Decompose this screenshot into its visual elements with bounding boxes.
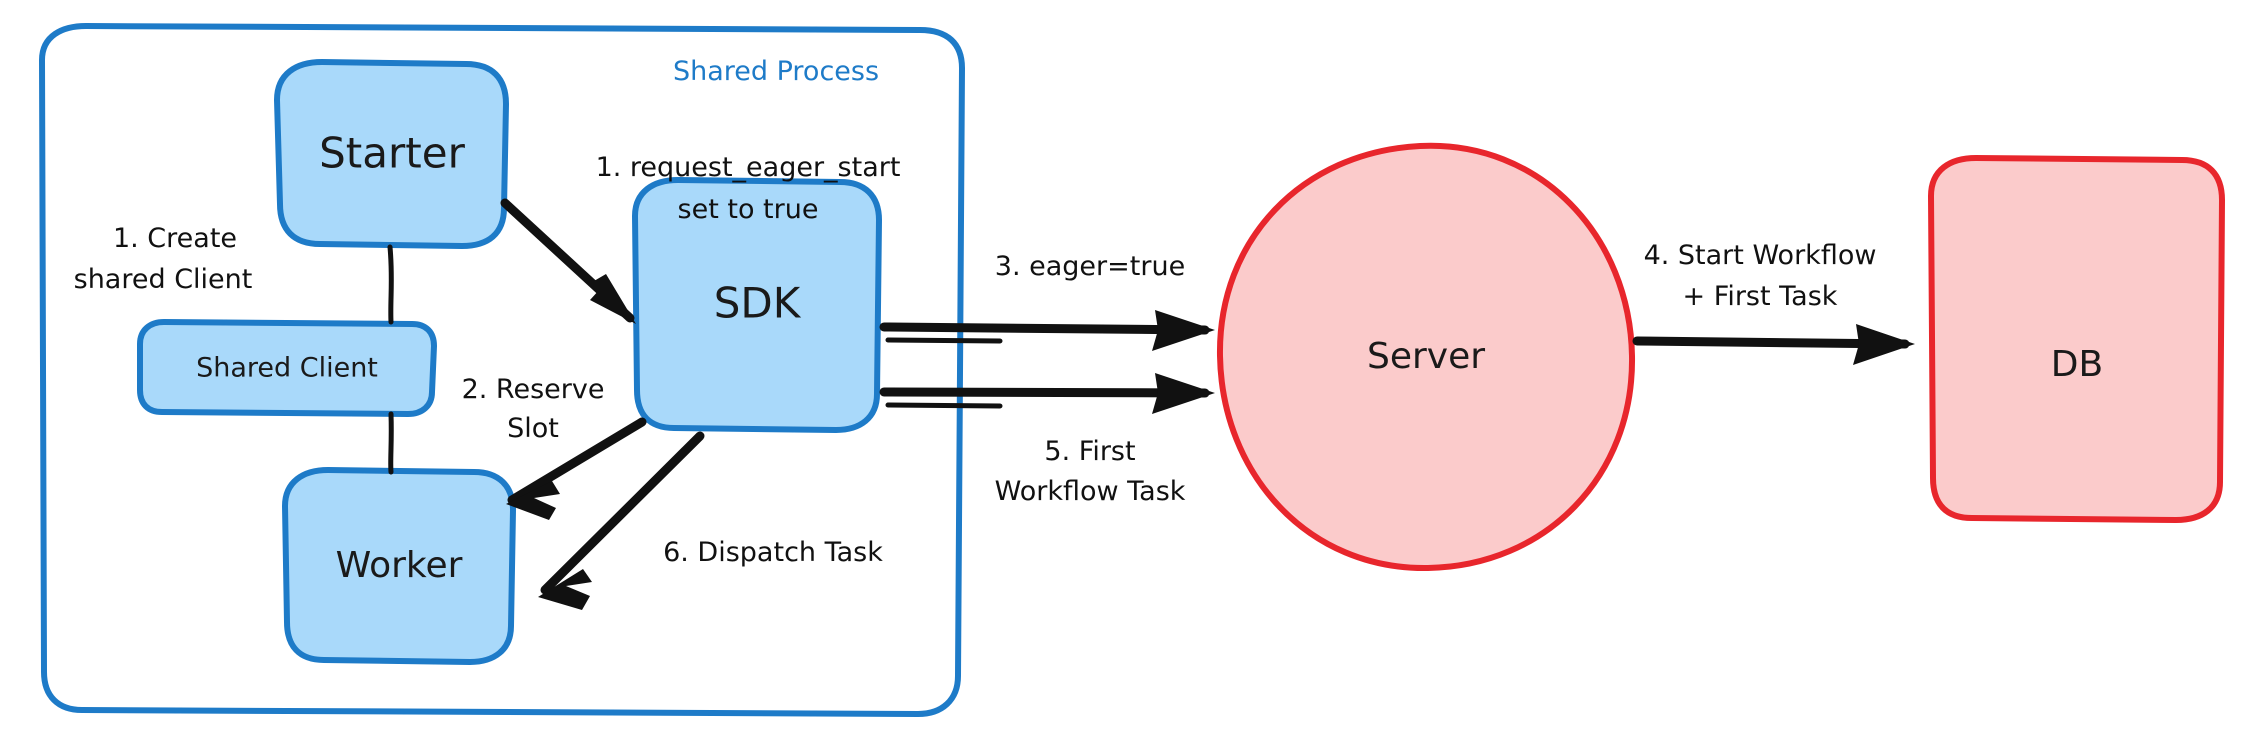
starter-to-shared-client-line — [387, 244, 394, 325]
worker-label: Worker — [336, 545, 463, 586]
create-shared-client-label-line1: 1. Create — [113, 223, 237, 254]
node-sdk[interactable]: SDK — [632, 177, 882, 433]
edge-reserve-slot: 2. Reserve Slot — [462, 374, 647, 520]
edge-first-workflow-task: 5. First Workflow Task — [879, 373, 1215, 507]
server-to-sdk-line — [879, 387, 1210, 398]
first-workflow-task-label-line2: Workflow Task — [995, 476, 1186, 507]
sdk-to-worker-dispatch-line — [540, 431, 705, 595]
starter-to-sdk-arrowhead — [590, 274, 636, 324]
reserve-slot-label-line1: 2. Reserve — [462, 374, 605, 405]
db-shape — [1928, 155, 2225, 523]
starter-label: Starter — [319, 129, 465, 178]
dispatch-task-label: 6. Dispatch Task — [663, 537, 883, 568]
server-to-sdk-line-accent — [885, 402, 1003, 409]
sdk-shape — [632, 177, 882, 433]
shared-client-to-worker-line — [388, 411, 394, 475]
db-label: DB — [2051, 344, 2103, 385]
sdk-label: SDK — [714, 279, 802, 328]
server-label: Server — [1367, 336, 1485, 377]
edge-eager-true: 3. eager=true — [879, 251, 1215, 351]
edge-request-eager-start: 1. request_eager_start set to true — [500, 152, 901, 324]
worker-shape — [282, 467, 516, 665]
create-shared-client-label-line2: shared Client — [74, 264, 253, 295]
shared-process-label: Shared Process — [673, 56, 879, 87]
node-starter[interactable]: Starter — [274, 59, 509, 249]
sdk-to-worker-reserve-arrowhead — [506, 481, 560, 520]
sdk-to-worker-reserve-line — [507, 417, 647, 505]
edge-dispatch-task: 6. Dispatch Task — [538, 431, 883, 610]
server-to-db-arrowhead — [1853, 324, 1915, 365]
node-server[interactable]: Server — [1216, 142, 1636, 572]
server-shape — [1216, 142, 1636, 572]
node-worker[interactable]: Worker — [282, 467, 516, 665]
node-db[interactable]: DB — [1928, 155, 2225, 523]
edge-create-shared-client: 1. Create shared Client — [74, 223, 394, 475]
reserve-slot-label-line2: Slot — [507, 413, 559, 444]
sdk-to-server-line — [879, 322, 1210, 335]
eager-true-label: 3. eager=true — [995, 251, 1185, 282]
request-eager-start-label-line2: set to true — [678, 194, 819, 225]
start-workflow-label-line2: + First Task — [1683, 281, 1838, 312]
node-shared-client[interactable]: Shared Client — [137, 319, 437, 417]
request-eager-start-label-line1: 1. request_eager_start — [596, 152, 901, 183]
shared-client-label: Shared Client — [196, 353, 378, 384]
sdk-to-server-arrowhead — [1152, 310, 1215, 351]
start-workflow-label-line1: 4. Start Workflow — [1644, 240, 1877, 271]
first-workflow-task-label-line1: 5. First — [1044, 436, 1135, 467]
edge-start-workflow-first-task: 4. Start Workflow + First Task — [1632, 240, 1915, 365]
shared-client-shape — [137, 319, 437, 417]
server-to-sdk-arrowhead — [1152, 373, 1215, 414]
sdk-to-server-line-accent — [885, 337, 1003, 344]
sdk-to-worker-dispatch-arrowhead — [538, 569, 592, 610]
